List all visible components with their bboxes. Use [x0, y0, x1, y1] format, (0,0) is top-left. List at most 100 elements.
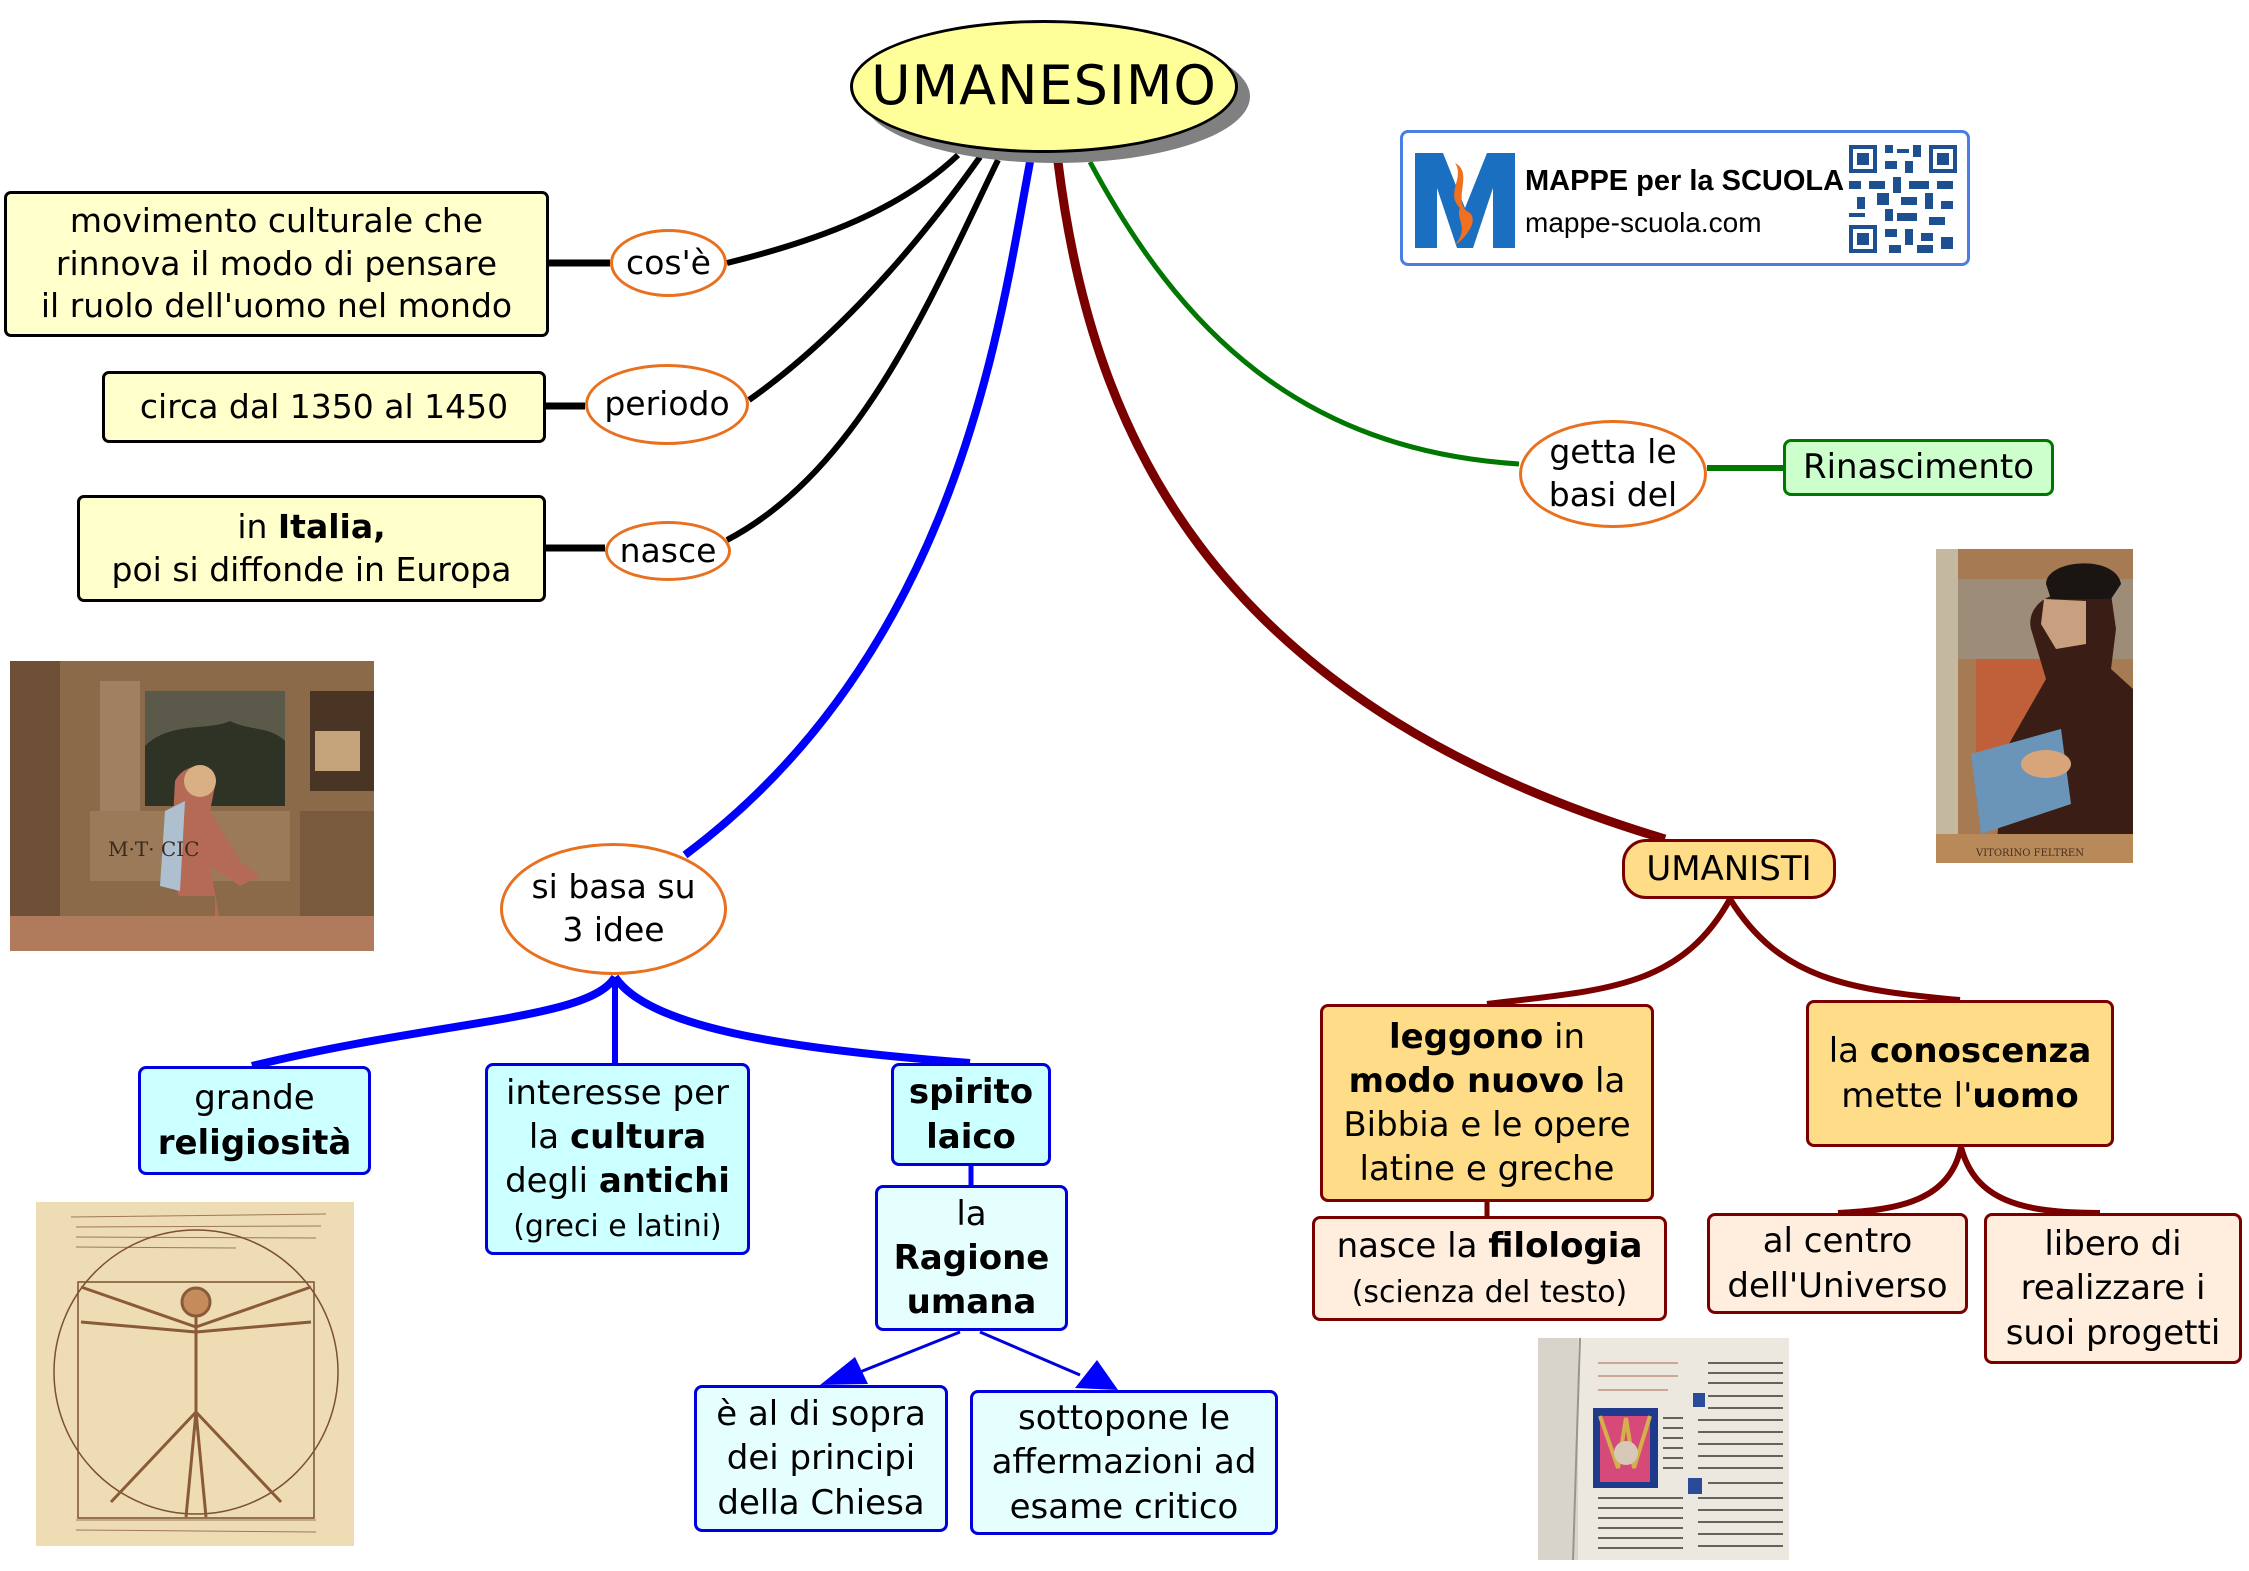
text-line: sottopone le — [992, 1396, 1257, 1440]
link-center-nasce — [725, 158, 1001, 543]
bold-text: conoscenza — [1869, 1031, 2092, 1072]
text: nasce la — [1336, 1226, 1489, 1267]
text: al centro — [1762, 1221, 1913, 1262]
text-line: leggono in — [1343, 1015, 1630, 1059]
center-topic-label: UMANESIMO — [871, 54, 1217, 118]
text: esame critico — [1009, 1486, 1239, 1527]
text-line: laico — [909, 1115, 1033, 1159]
text: la — [956, 1193, 987, 1234]
linking-phrase-nasce[interactable]: nasce — [605, 521, 731, 581]
bold-text: modo nuovo — [1348, 1060, 1585, 1101]
text: (greci e latini) — [513, 1209, 722, 1245]
text-line: umana — [894, 1280, 1050, 1324]
bold-text: umana — [906, 1282, 1037, 1323]
bold-text: leggono — [1388, 1016, 1544, 1057]
vitruvian-man-drawing — [36, 1202, 354, 1546]
link-knowledge-centro — [1837, 1146, 1964, 1216]
text-line: religiosità — [158, 1121, 352, 1165]
qr-code-icon — [1849, 145, 1957, 253]
text-line: getta le — [1549, 432, 1677, 472]
text-line: la conoscenza — [1829, 1029, 2092, 1073]
text-line: spirito — [909, 1070, 1033, 1114]
text-line: 3 idee — [562, 910, 665, 949]
text-line: modo nuovo la — [1343, 1059, 1630, 1103]
definition-text: circa dal 1350 al 1450 — [140, 386, 508, 429]
text-line: dell'Universo — [1727, 1264, 1947, 1308]
brand-logo-box[interactable]: MAPPE per la SCUOLA mappe-scuola.com — [1400, 130, 1970, 266]
bold-text: filologia — [1488, 1226, 1643, 1267]
linking-phrase-label: periodo — [604, 384, 730, 424]
text-line: la cultura — [505, 1115, 730, 1159]
text: grande — [194, 1078, 315, 1119]
bold-text: laico — [926, 1116, 1016, 1157]
text: affermazioni ad — [991, 1442, 1257, 1483]
arrow-ragione-critico — [979, 1330, 1081, 1377]
text-line: grande — [158, 1076, 352, 1120]
link-center-humanists — [1053, 161, 1667, 844]
text-line: esame critico — [992, 1485, 1257, 1529]
text: della Chiesa — [717, 1482, 925, 1523]
bold-text: cultura — [569, 1116, 707, 1157]
concept-rinascimento[interactable]: Rinascimento — [1783, 439, 2054, 496]
text: (scienza del testo) — [1351, 1274, 1628, 1310]
concept-umanisti[interactable]: UMANISTI — [1622, 839, 1836, 899]
painting-inscription: M·T· CIC — [108, 837, 199, 861]
text-line: la — [894, 1192, 1050, 1236]
text: degli — [505, 1161, 599, 1201]
arrowhead-chiesa — [820, 1357, 868, 1385]
concept-label: Rinascimento — [1802, 447, 2035, 488]
text: latine e greche — [1359, 1149, 1615, 1190]
concept-label: UMANISTI — [1646, 848, 1812, 889]
definition-text: in Italia,poi si diffonde in Europa — [112, 506, 512, 592]
link-center-renaissance — [1087, 160, 1520, 467]
text-line: mette l'uomo — [1829, 1074, 2092, 1118]
text: è al di sopra — [716, 1394, 926, 1435]
definition-box-periodo[interactable]: circa dal 1350 al 1450 — [102, 371, 546, 443]
text-line: (scienza del testo) — [1337, 1269, 1643, 1313]
text-line: Bibbia e le opere — [1343, 1103, 1630, 1147]
text: la — [1584, 1060, 1626, 1101]
text-line: affermazioni ad — [992, 1440, 1257, 1484]
mappe-scuola-logo-icon — [1415, 153, 1515, 248]
brand-url[interactable]: mappe-scuola.com — [1525, 207, 1762, 238]
text: mette l' — [1841, 1075, 1973, 1116]
bold-text: Italia, — [277, 506, 386, 546]
bold-text: religiosità — [157, 1122, 352, 1163]
text-line: della Chiesa — [716, 1481, 926, 1525]
linking-phrase-periodo[interactable]: periodo — [585, 364, 749, 445]
text-line: circa dal 1350 al 1450 — [140, 386, 508, 429]
concept-filologia[interactable]: nasce la filologia (scienza del testo) — [1312, 1216, 1667, 1321]
text: realizzare i — [2020, 1268, 2206, 1309]
definition-box-nasce[interactable]: in Italia,poi si diffonde in Europa — [77, 495, 546, 602]
text-line: in Italia, — [112, 506, 512, 549]
link-ideas-religiosita — [251, 974, 619, 1070]
text-line: basi del — [1548, 475, 1678, 514]
text: il ruolo dell'uomo nel mondo — [40, 286, 513, 326]
center-topic-umanesimo[interactable]: UMANESIMO — [850, 20, 1238, 153]
link-humanists-reading — [1486, 897, 1733, 1007]
text-line: è al di sopra — [716, 1392, 926, 1436]
arrowhead-critico — [1075, 1360, 1118, 1390]
text: circa dal 1350 al 1450 — [139, 386, 509, 426]
linking-phrase-cose[interactable]: cos'è — [610, 229, 727, 297]
text: sottopone le — [1017, 1398, 1230, 1439]
